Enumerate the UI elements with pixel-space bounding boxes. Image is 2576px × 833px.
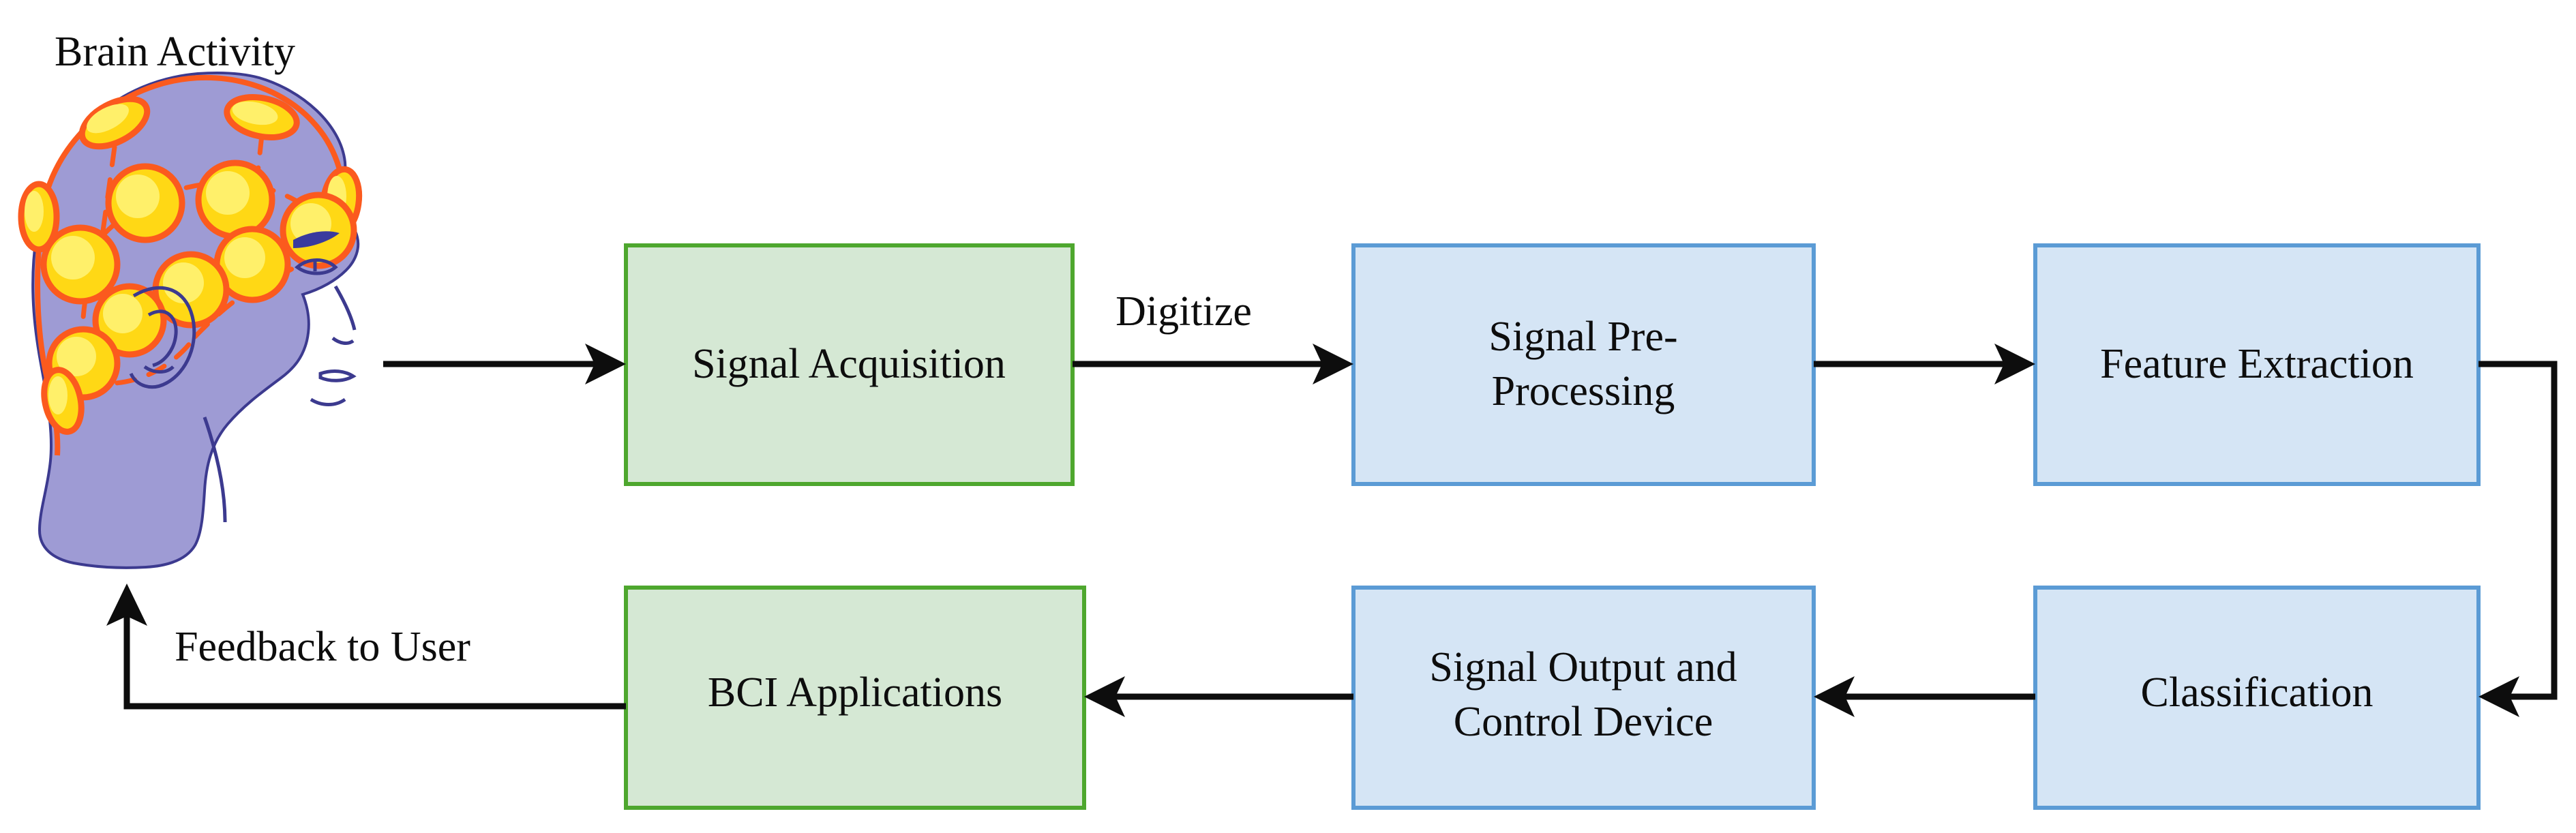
mouth xyxy=(318,369,357,382)
node-feature-extraction[interactable]: Feature Extraction xyxy=(2033,243,2481,486)
nostril xyxy=(331,336,355,345)
node-signal-pre-processing[interactable]: Signal Pre- Processing xyxy=(1351,243,1816,486)
edge-brain-to-acquisition-arrowhead xyxy=(585,344,626,384)
eeg-head-illustration xyxy=(18,71,363,569)
electrode-c1-highlight xyxy=(116,175,160,218)
eye xyxy=(295,258,338,275)
page-title: Brain Activity xyxy=(55,29,295,75)
node-signal-pre-processing-rect[interactable] xyxy=(1351,243,1816,486)
node-classification[interactable]: Classification xyxy=(2033,586,2481,810)
edge-acquisition-to-preprocessing-arrowhead xyxy=(1313,344,1353,384)
node-signal-output-control-device-label-line2: Control Device xyxy=(1454,699,1713,745)
electrode-rear-lower-highlight xyxy=(48,376,68,414)
edge-output-to-applications-arrowhead xyxy=(1084,676,1125,717)
chin-line xyxy=(310,397,346,406)
electrode-wire-temporal xyxy=(192,274,278,339)
eyebrow xyxy=(293,231,340,248)
edge-applications-to-brain: Feedback to User xyxy=(106,584,626,710)
edge-applications-to-brain-path xyxy=(123,616,626,710)
node-bci-applications-rect[interactable] xyxy=(624,586,1086,810)
node-feature-extraction-rect[interactable] xyxy=(2033,243,2481,486)
edge-preprocessing-to-feature xyxy=(1814,344,2035,384)
edge-classification-to-output xyxy=(1814,676,2035,717)
edge-classification-to-output-arrowhead xyxy=(1814,676,1855,717)
process-nodes: Signal Acquisition Signal Pre- Processin… xyxy=(624,243,2481,810)
node-signal-acquisition[interactable]: Signal Acquisition xyxy=(624,243,1075,486)
edge-feature-to-classification-arrowhead xyxy=(2478,676,2519,717)
jaw-line xyxy=(203,416,227,523)
node-signal-output-control-device[interactable]: Signal Output and Control Device xyxy=(1351,586,1816,810)
node-classification-rect[interactable] xyxy=(2033,586,2481,810)
node-signal-pre-processing-label-line1: Signal Pre- xyxy=(1488,314,1677,360)
node-classification-label: Classification xyxy=(2141,669,2373,716)
node-signal-output-control-device-rect[interactable] xyxy=(1351,586,1816,810)
edge-acquisition-to-preprocessing: Digitize xyxy=(1073,288,1353,384)
electrode-c6-highlight xyxy=(163,262,204,303)
ear-lobe xyxy=(143,365,175,374)
node-feature-extraction-label: Feature Extraction xyxy=(2100,341,2414,387)
electrode-c5-highlight xyxy=(224,237,265,278)
node-signal-pre-processing-label-line2: Processing xyxy=(1492,368,1675,414)
edge-label-feedback-to-user: Feedback to User xyxy=(175,624,470,670)
node-signal-output-control-device-label-line1: Signal Output and xyxy=(1429,644,1737,691)
electrode-c2-highlight xyxy=(206,171,250,215)
electrode-c4-highlight xyxy=(51,236,95,279)
electrode-c7-highlight xyxy=(103,294,143,333)
ear-inner xyxy=(147,309,178,367)
node-bci-applications-label: BCI Applications xyxy=(708,669,1002,716)
edge-label-digitize: Digitize xyxy=(1115,288,1252,335)
edge-preprocessing-to-feature-arrowhead xyxy=(1994,344,2035,384)
electrode-top-left-highlight xyxy=(87,104,129,134)
edge-feature-to-classification xyxy=(2478,361,2558,717)
node-signal-acquisition-rect[interactable] xyxy=(624,243,1075,486)
edge-applications-to-brain-arrowhead xyxy=(106,584,147,626)
node-signal-acquisition-label: Signal Acquisition xyxy=(692,341,1006,387)
connectors: Digitize xyxy=(106,288,2558,717)
edge-brain-to-acquisition xyxy=(383,344,626,384)
ear-outer xyxy=(129,286,196,389)
edge-output-to-applications xyxy=(1084,676,1353,717)
electrode-c8-highlight xyxy=(57,337,96,376)
electrode-group xyxy=(18,94,363,435)
electrode-top-right-highlight xyxy=(232,101,278,125)
eeg-cap-rim xyxy=(38,74,347,226)
node-bci-applications[interactable]: BCI Applications xyxy=(624,586,1086,810)
electrode-rear-upper-highlight xyxy=(25,191,44,232)
edge-feature-to-classification-path xyxy=(2478,361,2558,700)
nose-bridge xyxy=(333,285,357,331)
